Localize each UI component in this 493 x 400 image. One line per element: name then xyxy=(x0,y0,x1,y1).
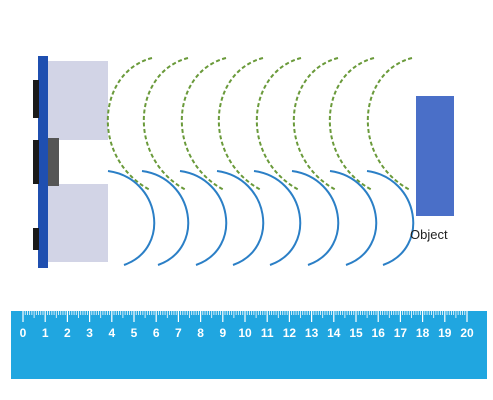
ruler-number: 6 xyxy=(153,326,160,340)
ruler-number: 20 xyxy=(460,326,474,340)
ruler-number: 8 xyxy=(197,326,204,340)
object-block xyxy=(416,96,454,216)
ruler-number: 4 xyxy=(108,326,115,340)
ruler-number: 16 xyxy=(372,326,386,340)
ruler-number: 13 xyxy=(305,326,319,340)
emitted-wave-arc xyxy=(328,57,375,191)
object-label: Object xyxy=(410,227,448,242)
reflected-wave-arc xyxy=(179,170,228,266)
ruler-number: 17 xyxy=(394,326,408,340)
ruler-number: 3 xyxy=(86,326,93,340)
sensor-pin xyxy=(33,228,39,250)
emitted-waves xyxy=(106,57,413,191)
ruler-number: 15 xyxy=(349,326,363,340)
emitted-wave-arc xyxy=(106,57,153,191)
reflected-wave-arc xyxy=(141,170,190,266)
ruler-number: 18 xyxy=(416,326,430,340)
sensor-pin xyxy=(33,140,39,184)
emitted-wave-arc xyxy=(142,57,189,191)
ultrasonic-sensor xyxy=(33,56,108,268)
reflected-wave-arc xyxy=(291,170,340,266)
ruler-number: 12 xyxy=(283,326,297,340)
emitted-wave-arc xyxy=(366,57,413,191)
ruler-number: 0 xyxy=(20,326,27,340)
emitted-wave-arc xyxy=(255,57,302,191)
reflected-waves xyxy=(107,170,415,266)
emitted-wave-arc xyxy=(292,57,339,191)
ruler-number: 11 xyxy=(261,326,274,340)
ruler-body xyxy=(11,311,487,379)
ruler-number: 7 xyxy=(175,326,182,340)
ruler-number: 1 xyxy=(42,326,49,340)
sensor-chip xyxy=(47,138,59,186)
ruler-number: 9 xyxy=(219,326,226,340)
ruler-ticks xyxy=(22,311,468,322)
reflected-wave-arc xyxy=(366,170,415,266)
reflected-wave-arc xyxy=(107,170,156,266)
ruler-number: 14 xyxy=(327,326,341,340)
ruler-number: 5 xyxy=(131,326,138,340)
sensor-board xyxy=(38,56,48,268)
sensor-pin xyxy=(33,80,39,118)
emitted-wave-arc xyxy=(217,57,264,191)
reflected-wave-arc xyxy=(253,170,302,266)
reflected-wave-arc xyxy=(216,170,265,266)
ruler-number: 10 xyxy=(238,326,252,340)
sensor-transducer-bottom xyxy=(46,184,108,262)
sensor-transducer-top xyxy=(46,61,108,140)
ruler-number: 19 xyxy=(438,326,452,340)
reflected-wave-arc xyxy=(329,170,378,266)
emitted-wave-arc xyxy=(180,57,227,191)
ruler-number: 2 xyxy=(64,326,71,340)
